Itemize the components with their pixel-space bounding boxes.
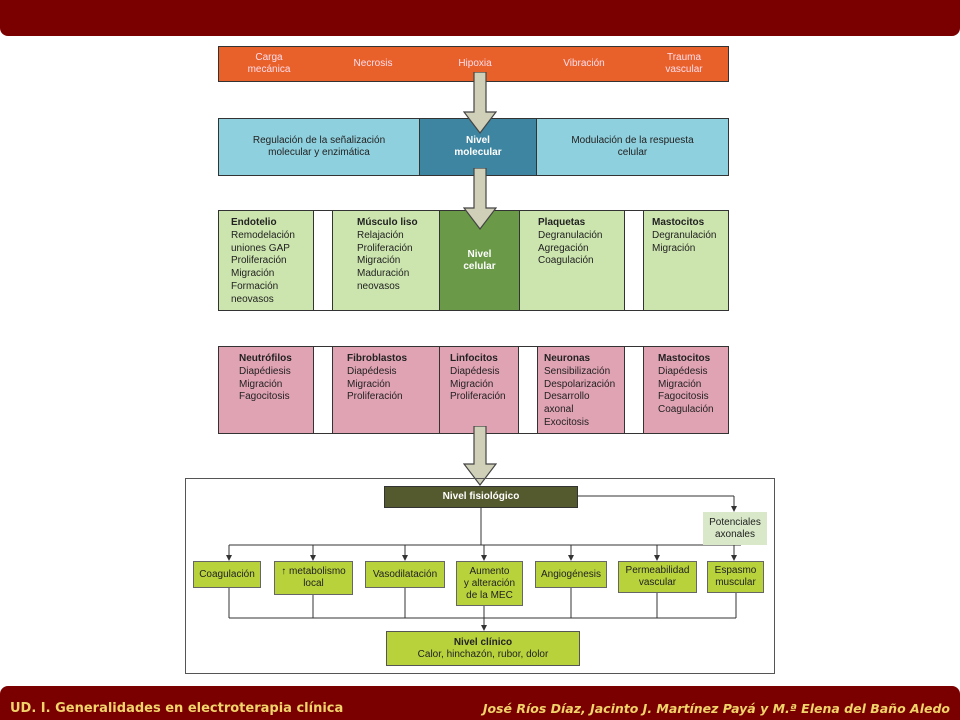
effect-coagulacion: Coagulación — [193, 561, 261, 588]
cell-fibroblastos-title: Fibroblastos — [347, 353, 408, 364]
potenciales-axonales: Potenciales axonales — [703, 512, 767, 545]
cell-neutrofilos-items: Diapédiesis Migración Fagocitosis — [239, 365, 291, 403]
down-arrow-1 — [463, 72, 497, 134]
cell-plaquetas-title: Plaquetas — [538, 217, 586, 228]
down-arrow-2 — [463, 168, 497, 230]
effect-angiogenesis: Angiogénesis — [535, 561, 607, 588]
cell-fibroblastos-items: Diapédesis Migración Proliferación — [347, 365, 403, 403]
stimulus-trauma-vascular: Trauma vascular — [665, 52, 703, 75]
physiological-frame — [185, 478, 775, 674]
stimulus-vibracion: Vibración — [563, 58, 605, 69]
effect-permeabilidad-vascular: Permeabilidad vascular — [618, 561, 697, 593]
cell-neuronas-title: Neuronas — [544, 353, 591, 364]
cell-mastocitos-items: Degranulación Migración — [652, 229, 717, 254]
molecular-right-text: Modulación de la respuesta celular — [571, 135, 694, 158]
cell-musculo-liso-items: Relajación Proliferación Migración Madur… — [357, 229, 413, 292]
cell-neutrofilos-title: Neutrófilos — [239, 353, 292, 364]
cell-linfocitos-items: Diapédesis Migración Proliferación — [450, 365, 506, 403]
footer-authors: José Ríos Díaz, Jacinto J. Martínez Payá… — [482, 701, 950, 716]
clinical-level: Nivel clínico Calor, hinchazón, rubor, d… — [386, 631, 580, 666]
molecular-left-text: Regulación de la señalización molecular … — [252, 135, 386, 158]
cell-neuronas-items: Sensibilización Despolarización Desarrol… — [544, 365, 616, 428]
stimulus-carga-mecanica: Carga mecánica — [247, 52, 291, 75]
cell-musculo-liso-title: Músculo liso — [357, 217, 418, 228]
cell-mastocitos-2-items: Diapédesis Migración Fagocitosis Coagula… — [658, 365, 714, 416]
cell-mastocitos-2-title: Mastocitos — [658, 353, 711, 364]
cell-endotelio-title: Endotelio — [231, 217, 277, 228]
clinical-subtitle: Calor, hinchazón, rubor, dolor — [417, 648, 549, 660]
physiological-level: Nivel fisiológico — [384, 486, 578, 508]
effect-aumento-mec: Aumento y alteración de la MEC — [456, 561, 523, 606]
effect-vasodilatacion: Vasodilatación — [365, 561, 445, 588]
stimulus-hipoxia: Hipoxia — [458, 58, 492, 69]
bottom-banner: UD. I. Generalidades en electroterapia c… — [0, 686, 960, 720]
down-arrow-3 — [463, 426, 497, 486]
effect-metabolismo-local: ↑ metabolismo local — [274, 561, 353, 595]
effect-espasmo-muscular: Espasmo muscular — [707, 561, 764, 593]
top-banner — [0, 0, 960, 36]
footer-course-title: UD. I. Generalidades en electroterapia c… — [10, 701, 344, 716]
cell-plaquetas-items: Degranulación Agregación Coagulación — [538, 229, 603, 267]
cell-mastocitos-title: Mastocitos — [652, 217, 705, 228]
clinical-title: Nivel clínico — [453, 636, 513, 648]
cell-linfocitos-title: Linfocitos — [450, 353, 498, 364]
cell-endotelio-items: Remodelación uniones GAP Proliferación M… — [231, 229, 295, 305]
stimulus-necrosis: Necrosis — [353, 58, 393, 69]
